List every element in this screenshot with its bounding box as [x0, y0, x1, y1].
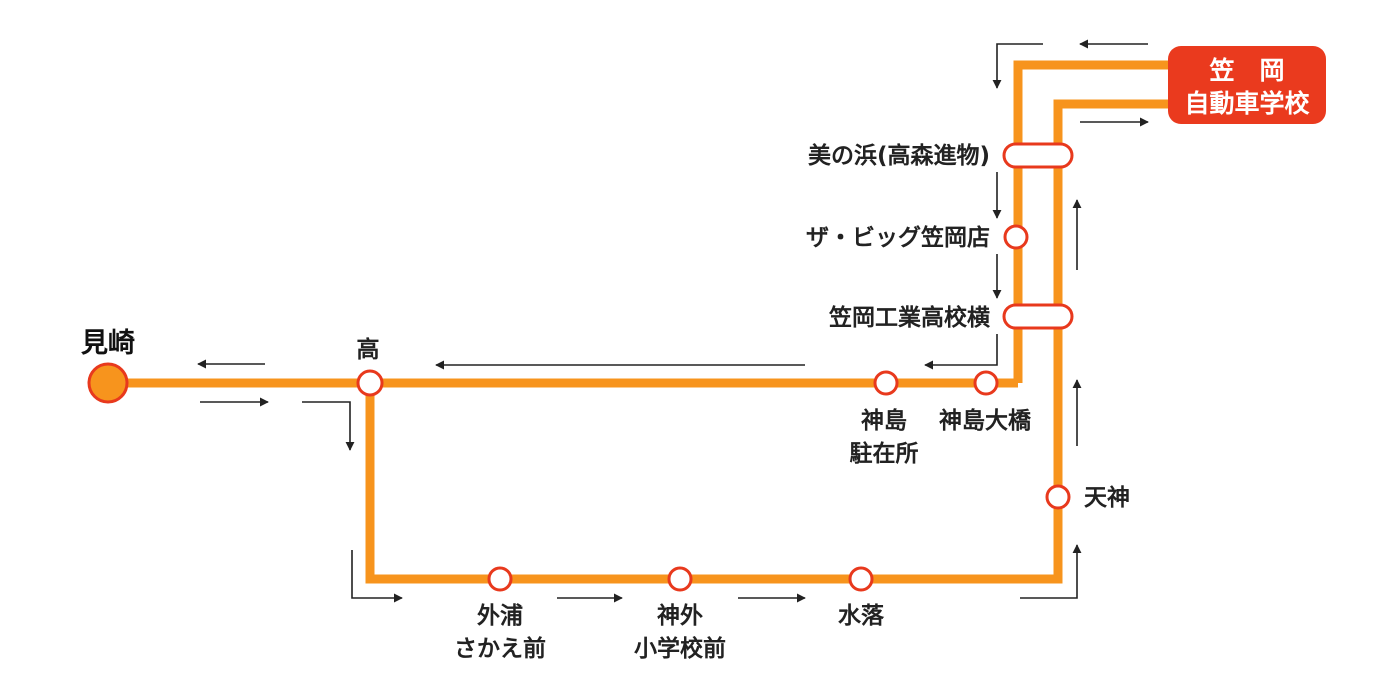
stop-marker-kasaoka-kogyo — [1002, 303, 1074, 330]
stop-label-sotoura-line1: 外浦 — [477, 602, 523, 629]
stop-marker-the-big — [1003, 224, 1029, 250]
stop-label-kamishima-chuzaisho-line2: 駐在所 — [850, 440, 919, 467]
stop-origin-marker — [87, 362, 129, 404]
route-segment-inbound-trunk — [1013, 60, 1178, 383]
stop-marker-kamishima-ohashi — [973, 370, 999, 396]
stop-marker-kamishima-chuzaisho — [873, 370, 899, 396]
terminal-label-line2: 自動車学校 — [1184, 89, 1310, 118]
terminal-box: 笠 岡 自動車学校 — [1168, 46, 1326, 124]
stop-label-kamishima-chuzaisho-line1: 神島 — [861, 407, 907, 434]
stops — [87, 142, 1074, 592]
stop-marker-tenjin — [1045, 484, 1071, 510]
direction-arrows — [197, 39, 1149, 603]
arrow-down-left-icon — [924, 334, 998, 370]
stop-labels: 見崎 高 美の浜(高森進物) ザ・ビッグ笠岡店 笠岡工業高校横 神島 駐在所 神… — [81, 142, 1130, 662]
stop-label-mizuochi: 水落 — [838, 603, 885, 629]
stop-marker-kamito — [667, 566, 693, 592]
route-lines — [108, 60, 1178, 584]
stop-label-kamito-line1: 神外 — [657, 602, 703, 629]
terminal-background — [1168, 46, 1326, 124]
stop-label-tenjin: 天神 — [1084, 484, 1130, 511]
stop-label-kamito-line2: 小学校前 — [634, 635, 726, 662]
stop-label-kamishima-ohashi: 神島大橋 — [939, 407, 1032, 434]
stop-marker-mizuochi — [848, 566, 874, 592]
stop-marker-taka — [356, 369, 384, 397]
stop-label-kasaoka-kogyo: 笠岡工業高校横 — [829, 304, 990, 331]
stop-label-minohama: 美の浜(高森進物) — [808, 142, 990, 169]
stop-label-the-big: ザ・ビッグ笠岡店 — [806, 224, 990, 251]
arrow-down-right-icon — [351, 550, 403, 603]
arrow-right-up-icon — [1020, 544, 1082, 599]
arrow-down-turn-icon — [302, 401, 355, 451]
terminal-label-line1: 笠 岡 — [1209, 56, 1284, 85]
stop-marker-sotoura — [487, 566, 513, 592]
stop-label-sotoura-line2: さかえ前 — [454, 635, 546, 662]
route-segment-outbound-loop — [365, 99, 1178, 584]
arrow-down-turn-icon — [992, 43, 1043, 89]
origin-label: 見崎 — [81, 328, 135, 359]
stop-label-taka: 高 — [357, 336, 380, 363]
stop-marker-minohama — [1002, 142, 1074, 169]
